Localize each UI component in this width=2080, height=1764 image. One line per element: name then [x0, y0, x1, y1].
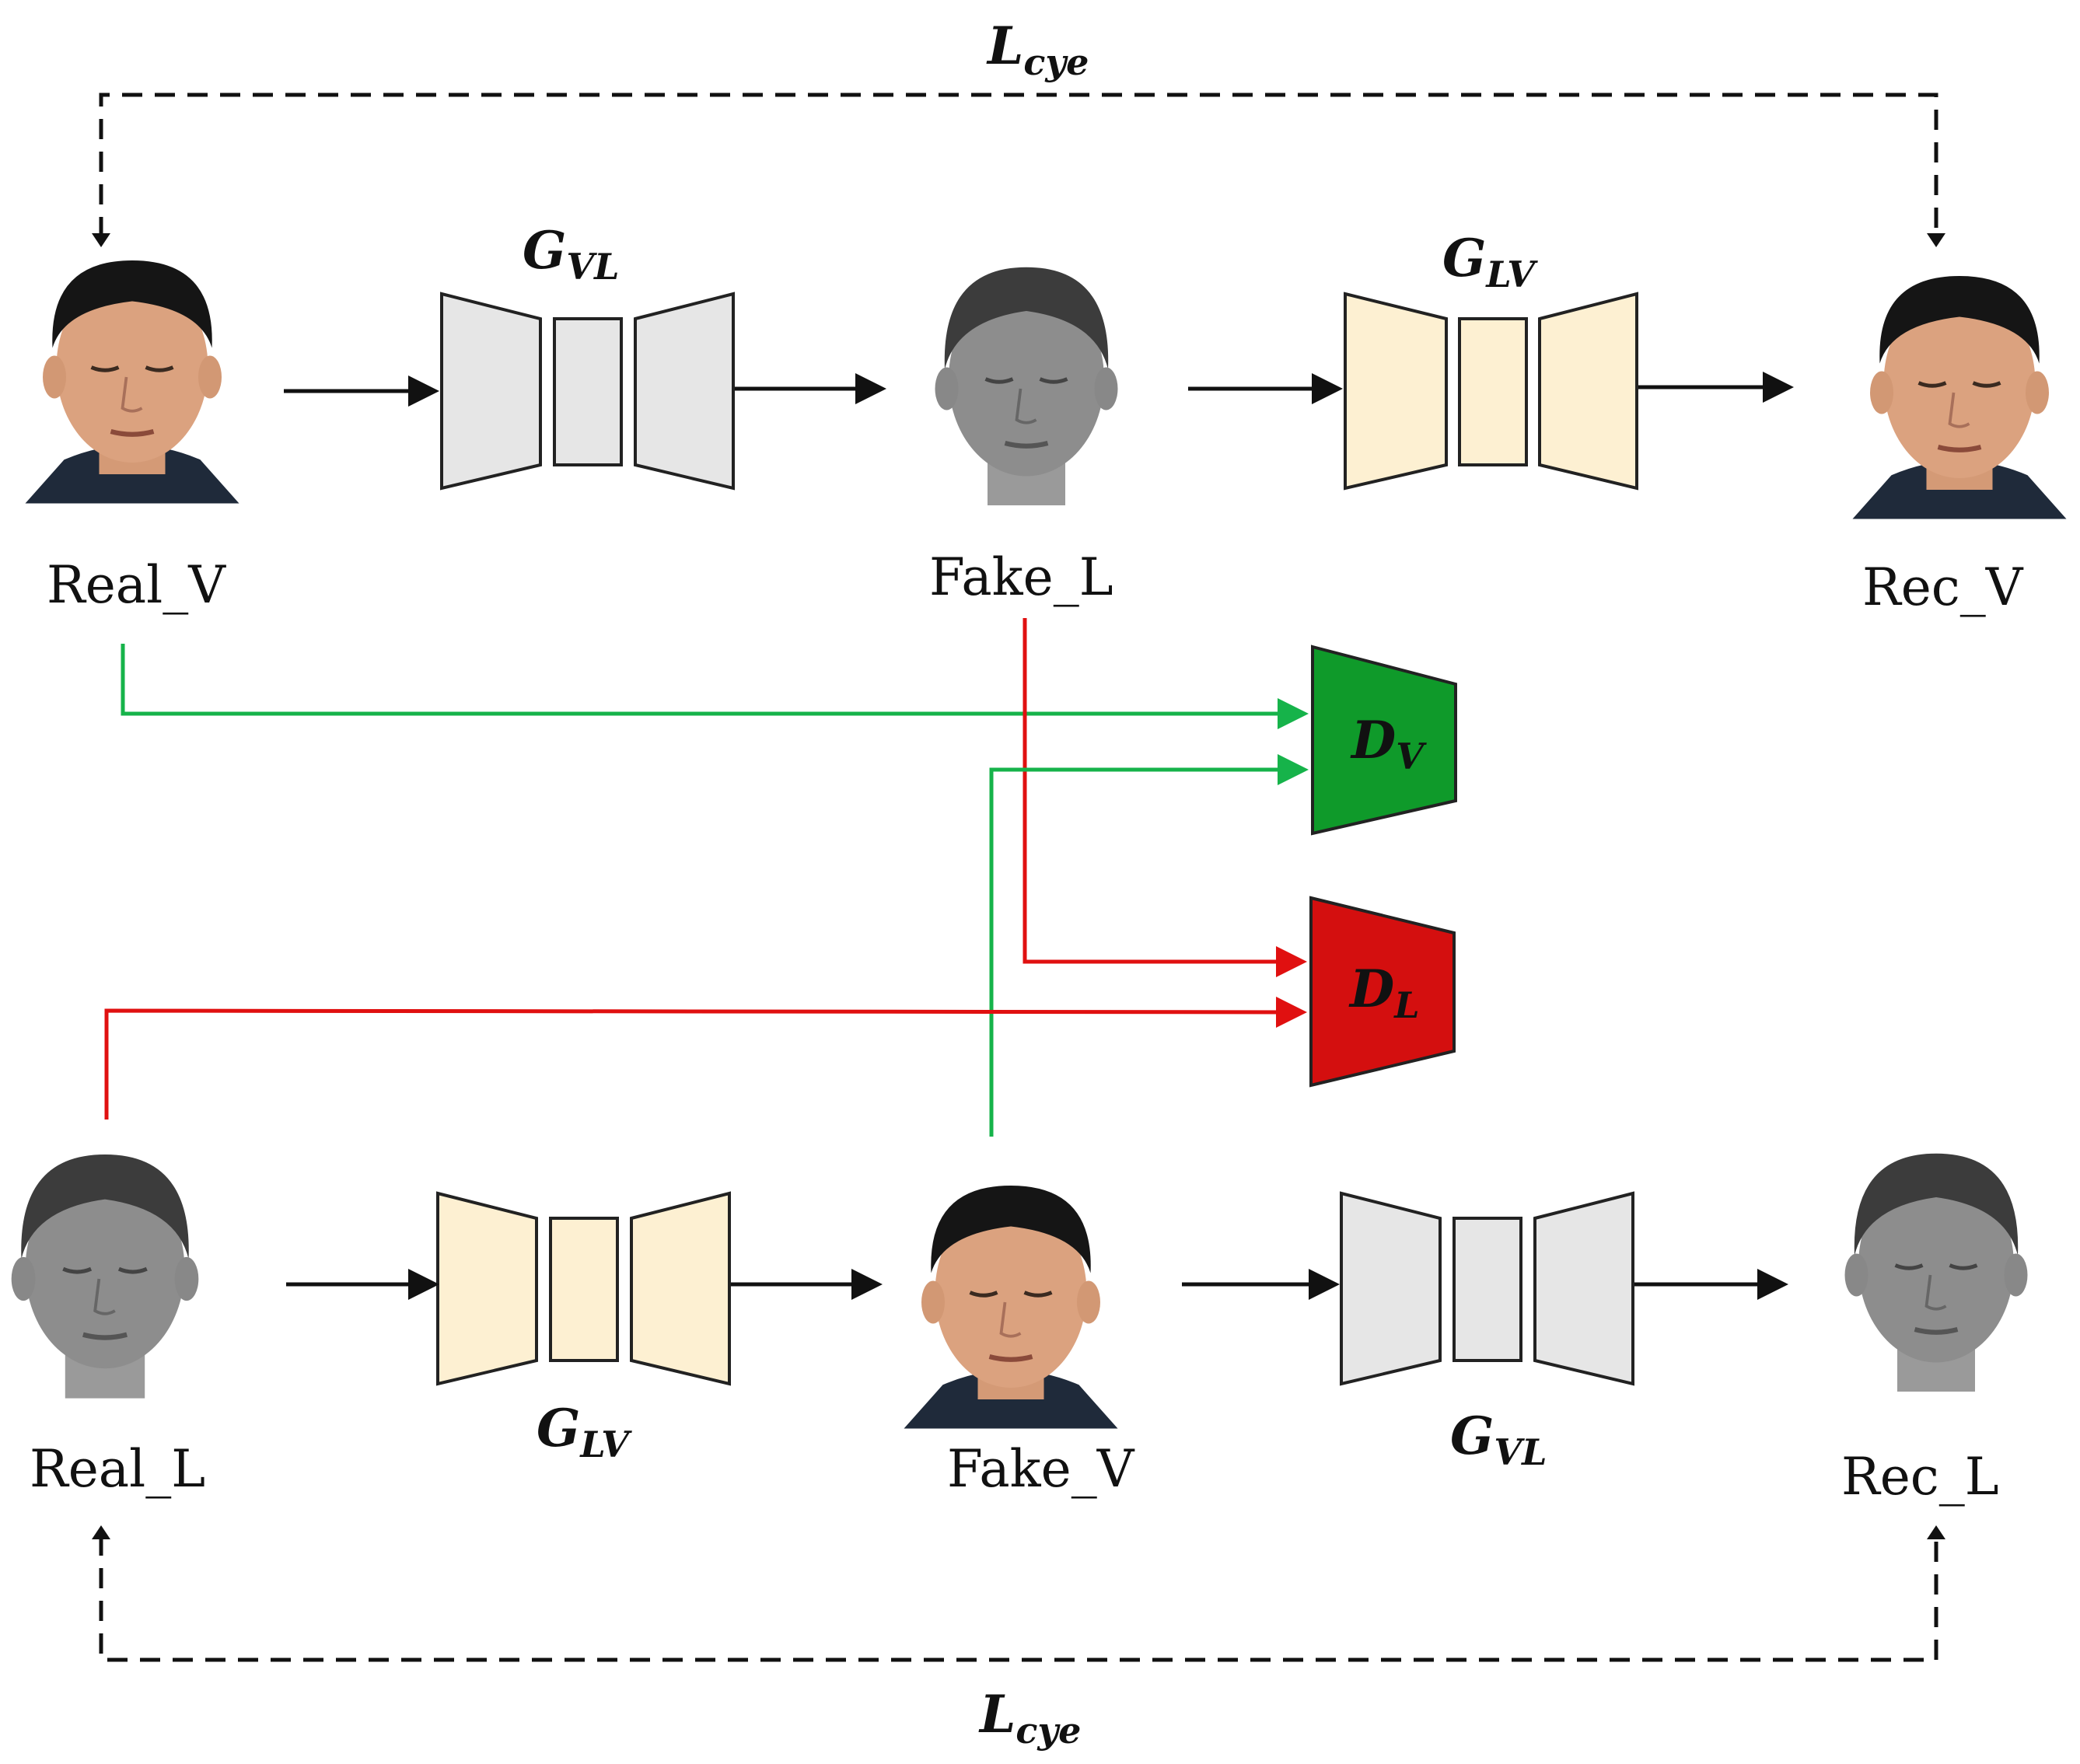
- fake-v-label: Fake_V: [947, 1439, 1135, 1499]
- real-l-label: Real_L: [30, 1439, 205, 1499]
- discriminator-v: DV: [1311, 644, 1457, 836]
- discriminator-l: DL: [1309, 896, 1456, 1088]
- bottom-cycle-arrowhead-left: [92, 1525, 110, 1539]
- bottom-cycle-arrowhead-right: [1927, 1525, 1945, 1539]
- real-v-image: [16, 257, 264, 536]
- arrow-fake-l-to-dl: [1023, 618, 1307, 977]
- bottom-generator-lv: GLV: [436, 1191, 731, 1465]
- top-cycle-dashed-path: [99, 93, 1938, 237]
- rec-l-image: [1845, 1154, 2028, 1392]
- top-generator-vl: GVL: [440, 220, 735, 491]
- top-cycle-loss: Lcye: [92, 16, 1945, 247]
- top-g-vl-label: GVL: [523, 220, 619, 288]
- top-g-lv-label: GLV: [1442, 228, 1538, 295]
- bottom-cycle-loss: Lcye: [92, 1525, 1945, 1752]
- real-v-label: Real_V: [47, 555, 226, 615]
- rec-l-label: Rec_L: [1841, 1447, 1999, 1507]
- fake-l-label: Fake_L: [929, 547, 1113, 607]
- top-generator-lv: GLV: [1344, 228, 1638, 491]
- bottom-g-lv-label: GLV: [537, 1398, 632, 1465]
- top-cycle-arrowhead-right: [1927, 233, 1945, 247]
- bottom-g-vl-label: GVL: [1450, 1406, 1547, 1473]
- rec-v-image: [1853, 276, 2067, 519]
- top-loss-label: Lcye: [986, 16, 1089, 83]
- bottom-loss-label: Lcye: [978, 1684, 1081, 1752]
- arrow-fake-v-to-dv: [989, 754, 1309, 1137]
- top-cycle-arrowhead-left: [92, 233, 110, 247]
- arrow-real-l-to-dl: [104, 996, 1307, 1120]
- d-l-label: DL: [1348, 959, 1420, 1026]
- d-v-label: DV: [1350, 710, 1427, 777]
- arrow-real-v-to-dv: [121, 644, 1309, 729]
- fake-v-image: [904, 1186, 1118, 1429]
- bottom-generator-vl: GVL: [1340, 1191, 1634, 1473]
- real-l-image: [12, 1154, 199, 1399]
- bottom-cycle-dashed-path: [99, 1535, 1938, 1662]
- rec-v-label: Rec_V: [1862, 557, 2024, 617]
- fake-l-image: [935, 267, 1118, 505]
